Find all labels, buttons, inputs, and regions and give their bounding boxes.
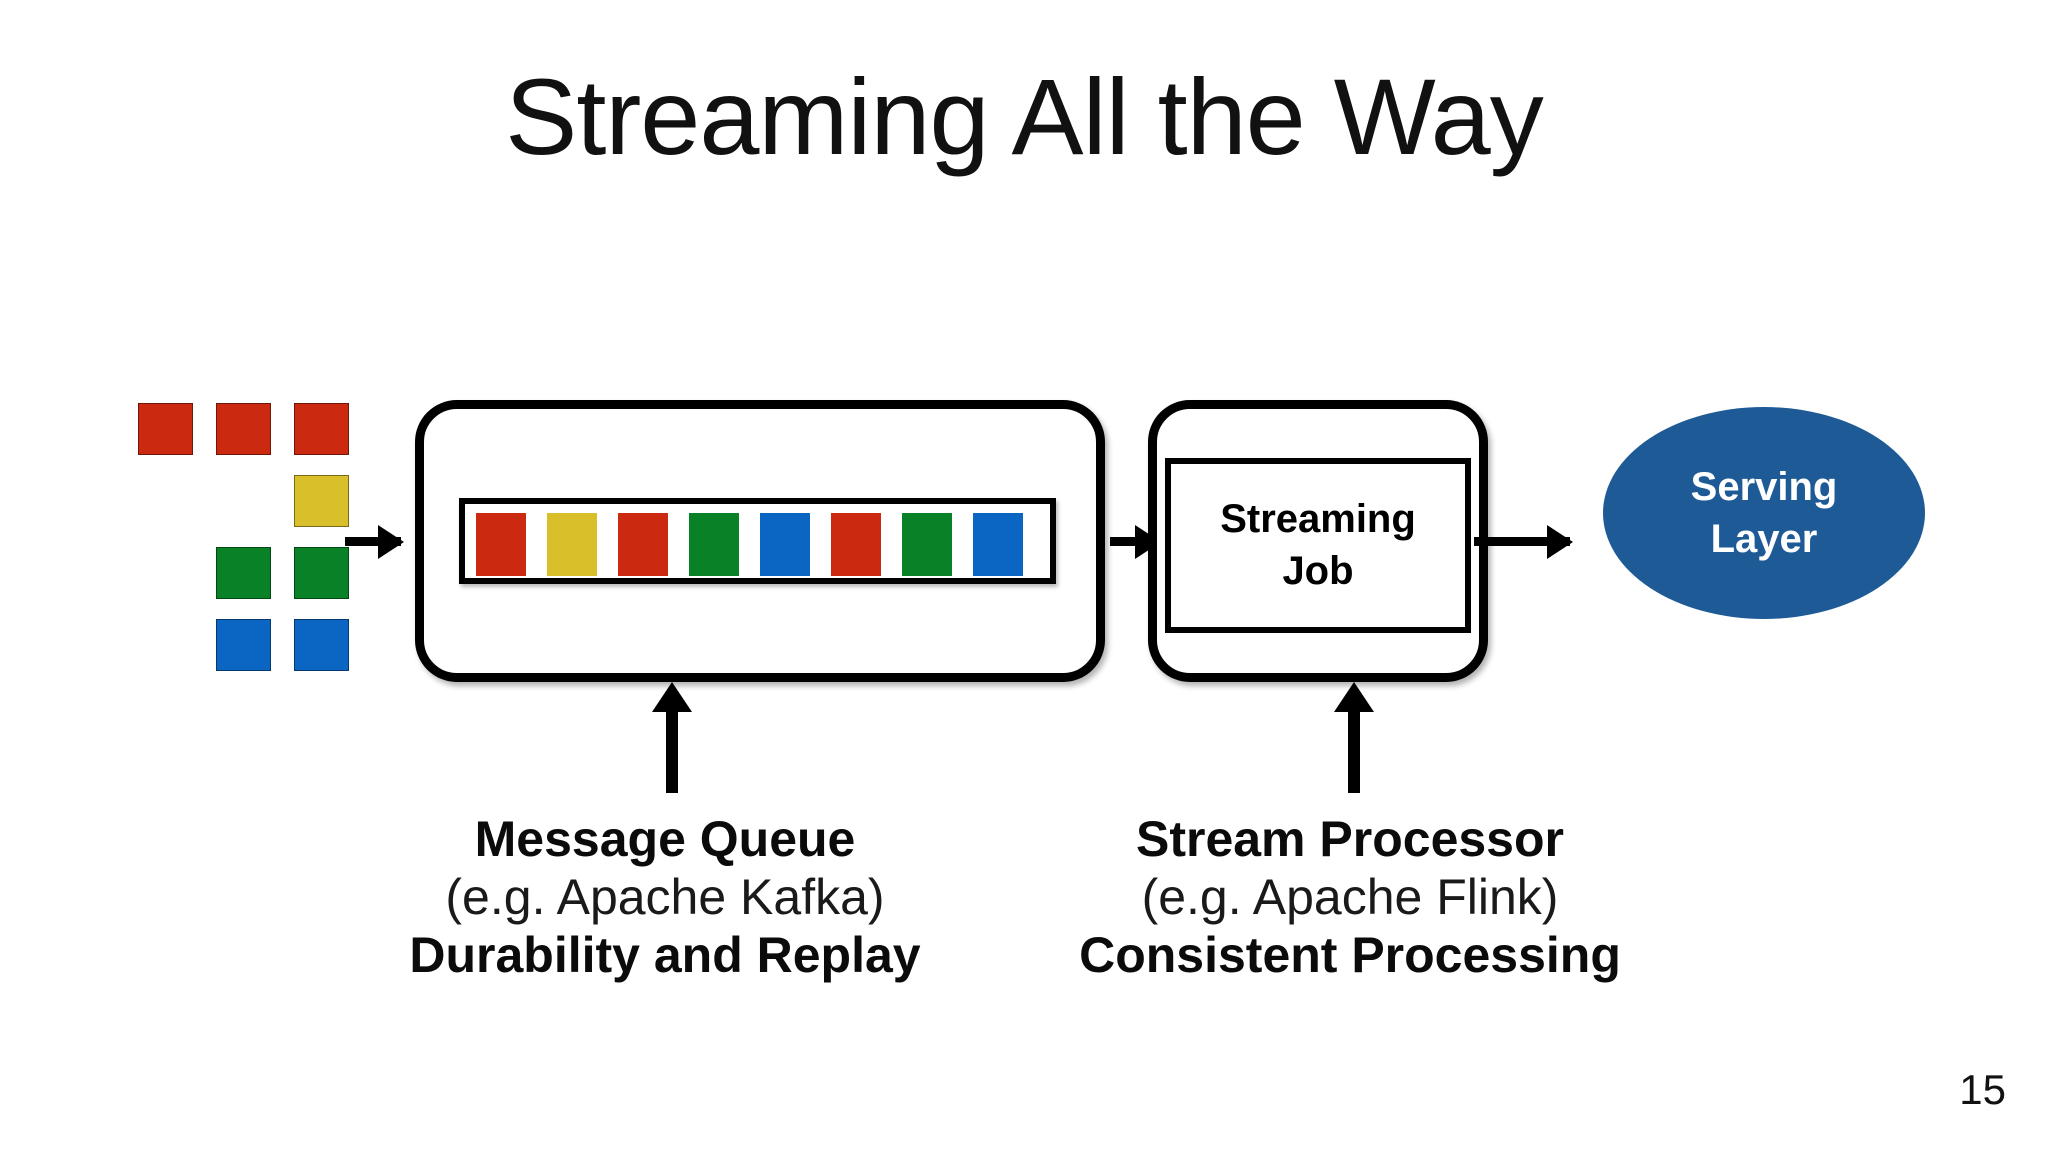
event-square-red [138, 403, 193, 455]
arrow-queue-to-processor-icon [1110, 537, 1158, 546]
queue-message-red [476, 513, 526, 576]
event-square-blue [294, 619, 349, 671]
stream-processor-caption-property: Consistent Processing [1079, 927, 1621, 983]
arrow-caption-to-queue-icon [666, 710, 678, 793]
stream-processor-caption-title: Stream Processor [1135, 811, 1564, 867]
stream-processor-caption: Stream Processor (e.g. Apache Flink) Con… [1000, 810, 1700, 984]
message-queue-strip [459, 498, 1056, 584]
serving-layer-ellipse[interactable]: Serving Layer [1603, 407, 1925, 619]
message-queue-caption-title: Message Queue [474, 811, 856, 867]
queue-message-red [618, 513, 668, 576]
arrow-processor-to-serving-icon [1474, 537, 1570, 546]
message-queue-caption: Message Queue (e.g. Apache Kafka) Durabi… [300, 810, 1030, 984]
stream-processor-caption-example: (e.g. Apache Flink) [1141, 869, 1559, 925]
arrow-source-to-queue-icon [345, 537, 401, 546]
streaming-job-label-line2: Job [1282, 548, 1354, 593]
queue-message-green [902, 513, 952, 576]
event-square-blue [216, 619, 271, 671]
event-square-red [294, 403, 349, 455]
incoming-events-grid [138, 403, 350, 679]
queue-message-yellow [547, 513, 597, 576]
page-title: Streaming All the Way [505, 56, 1543, 177]
queue-message-red [831, 513, 881, 576]
queue-message-green [689, 513, 739, 576]
serving-layer-label-line2: Layer [1710, 517, 1818, 561]
page-number: 15 [1959, 1066, 2006, 1113]
streaming-job-inner-box[interactable]: Streaming Job [1165, 458, 1471, 633]
event-square-green [216, 547, 271, 599]
streaming-job-label-line1: Streaming [1220, 497, 1416, 542]
message-queue-caption-property: Durability and Replay [409, 927, 921, 983]
queue-message-blue [760, 513, 810, 576]
event-square-yellow [294, 475, 349, 527]
event-square-green [294, 547, 349, 599]
serving-layer-label-line1: Serving [1690, 465, 1838, 509]
queue-message-blue [973, 513, 1023, 576]
arrow-caption-to-processor-icon [1348, 710, 1360, 793]
message-queue-caption-example: (e.g. Apache Kafka) [445, 869, 885, 925]
event-square-red [216, 403, 271, 455]
